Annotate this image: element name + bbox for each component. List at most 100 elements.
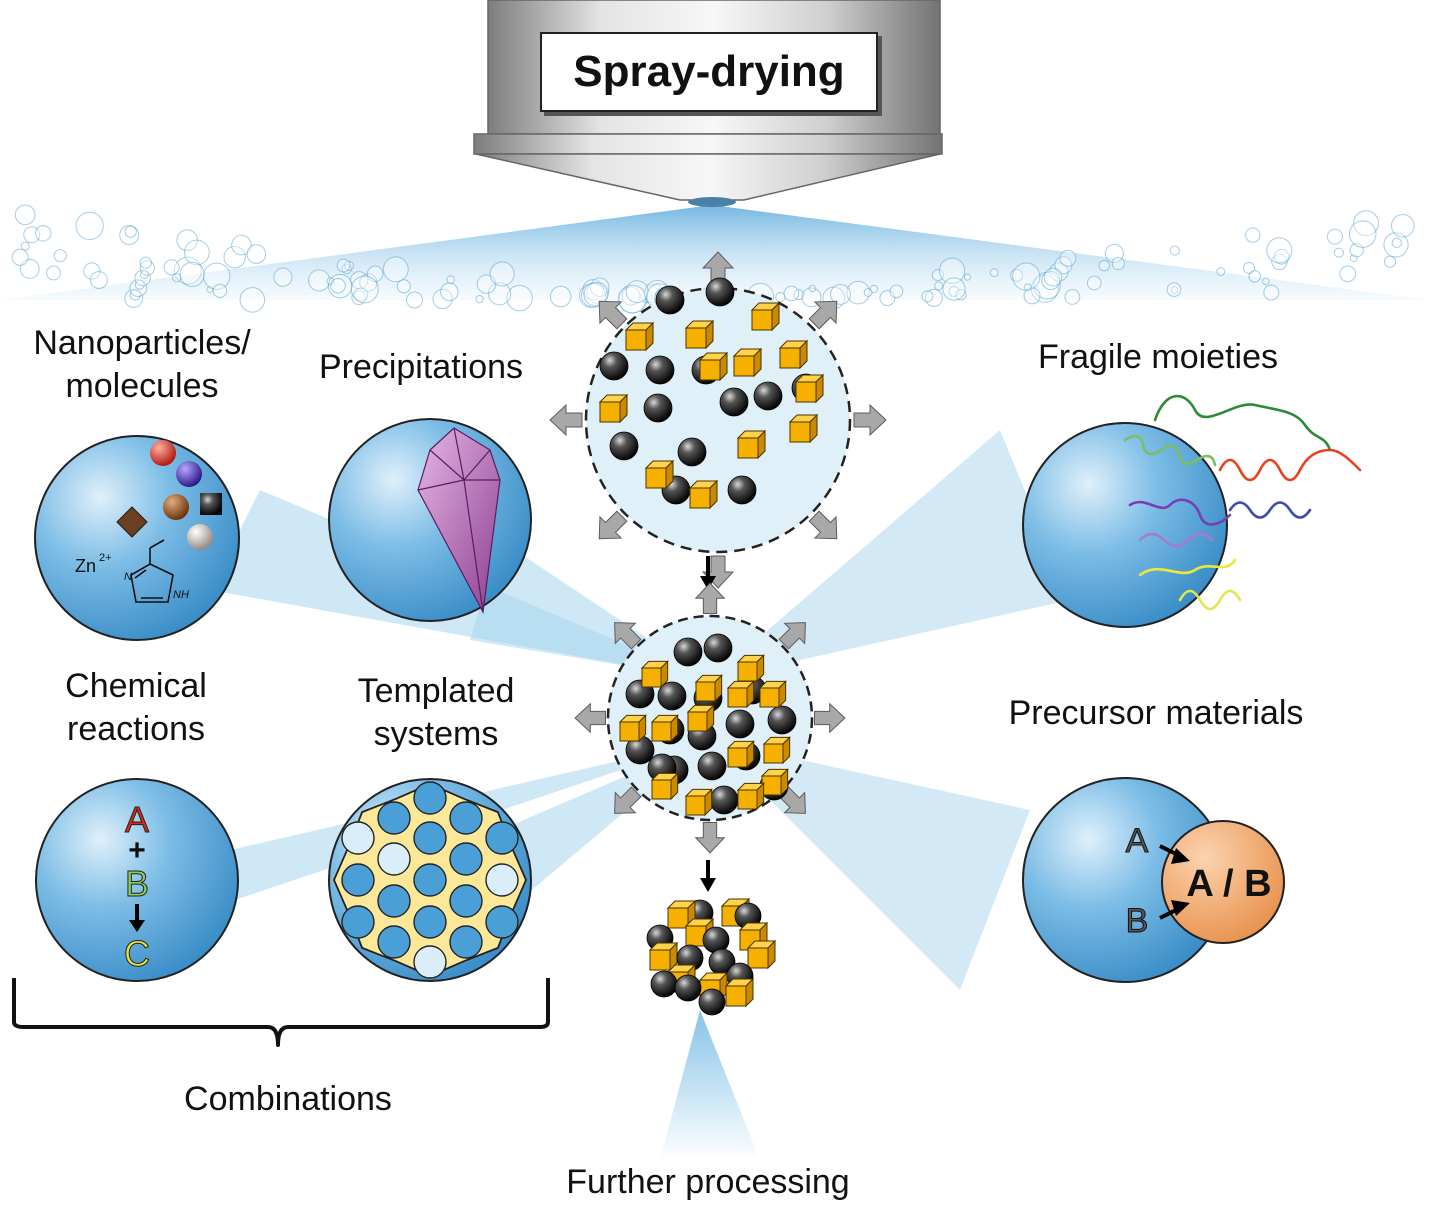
nanoparticle-sphere <box>705 277 735 307</box>
title-box: Spray-drying <box>540 32 878 112</box>
cube-particle-front <box>779 347 801 369</box>
cube-particle-side <box>756 782 765 811</box>
sphere-templated-systems <box>328 778 532 982</box>
label-nanoparticles-line1: Nanoparticles/ <box>33 324 251 362</box>
spray-bubble <box>1041 270 1061 290</box>
spray-bubble <box>942 277 966 301</box>
spray-bubble <box>231 234 252 256</box>
label-further-processing: Further processing <box>566 1163 850 1201</box>
nanoparticle-sphere <box>725 709 755 739</box>
nanoparticle-sphere <box>709 785 739 815</box>
cube-particle-front <box>685 795 706 816</box>
nanoparticle-sphere <box>719 387 749 417</box>
spray-bubble <box>53 249 67 263</box>
spray-bubble <box>212 283 228 298</box>
label-chemical-line2: reactions <box>67 710 205 748</box>
cube-particle-side <box>709 479 718 510</box>
spray-bubble <box>938 257 966 284</box>
template-pore <box>341 863 375 897</box>
label-combinations: Combinations <box>184 1080 392 1118</box>
evaporation-arrow-icon <box>694 822 726 854</box>
cube-particle-front <box>727 687 748 708</box>
spray-bubble <box>1059 249 1077 267</box>
cube-particle-side <box>670 772 679 801</box>
spray-bubble <box>1245 227 1261 243</box>
spray-bubble <box>1262 277 1270 286</box>
spray-bubble <box>446 275 455 284</box>
sphere-chemical-reactions: A + B C <box>35 778 239 982</box>
spray-bubble <box>1242 261 1256 275</box>
nanoparticle-sphere <box>767 705 797 735</box>
spray-bubble <box>11 248 29 266</box>
spray-bubble <box>172 273 182 283</box>
cube-particle-front <box>687 711 708 732</box>
cube-particle-front <box>747 947 769 969</box>
spray-bubble <box>1169 245 1180 256</box>
nanoparticle-sphere <box>655 285 685 315</box>
cube-particle-front <box>789 421 811 443</box>
spray-bubble <box>203 262 231 290</box>
cube-particle-front <box>725 985 747 1007</box>
evaporation-arrow-icon <box>778 622 806 650</box>
cube-particle-front <box>695 681 716 702</box>
spray-bubble <box>139 256 152 269</box>
spray-bubble <box>1023 283 1032 292</box>
nanoparticle-sphere <box>599 351 629 381</box>
spray-bubble <box>1339 265 1357 283</box>
sphere-nanoparticles: Zn 2+ NH N <box>34 435 240 641</box>
evaporation-arrow-icon <box>853 403 887 437</box>
spray-bubble <box>326 277 335 285</box>
cube-particle-side <box>809 413 818 444</box>
spray-bubble <box>1326 228 1343 245</box>
spray-bubble <box>808 284 817 293</box>
spray-bubble <box>583 282 608 307</box>
cube-particle-front <box>689 487 711 509</box>
cube-particle-front <box>795 381 817 403</box>
template-pore <box>413 945 447 979</box>
cube-particle-side <box>782 736 791 765</box>
label-templated-line1: Templated <box>357 672 515 710</box>
zn-ion-label: Zn <box>75 556 96 576</box>
nanoparticle-sphere <box>753 381 783 411</box>
cube-particle-front <box>727 747 748 768</box>
cube-particle-front <box>759 687 780 708</box>
spray-bubble <box>20 241 30 251</box>
cube-particle-side <box>704 788 713 817</box>
spray-bubble <box>89 271 108 290</box>
spray-bubble <box>46 265 61 281</box>
spray-bubble <box>396 279 411 294</box>
product-ab: A / B <box>1186 863 1271 905</box>
cube-particle-front <box>619 721 640 742</box>
nh-label: NH <box>173 589 189 601</box>
nanoparticle-sphere <box>698 988 726 1016</box>
spray-bubble <box>475 295 484 304</box>
spray-bubble <box>440 282 459 302</box>
spray-bubble <box>1353 210 1379 237</box>
label-templated-line2: systems <box>373 715 499 753</box>
template-pore <box>377 884 411 918</box>
spray-bubble <box>1391 213 1415 238</box>
spray-bubble <box>924 288 943 307</box>
spray-bubble <box>1216 267 1226 276</box>
page-title: Spray-drying <box>573 47 845 96</box>
label-precipitations: Precipitations <box>318 348 524 386</box>
cube-particle-front <box>651 779 672 800</box>
nanoparticle-sphere <box>677 437 707 467</box>
spray-bubble <box>35 225 52 242</box>
cube-particle-front <box>737 789 758 810</box>
spray-bubble <box>963 273 972 281</box>
template-pore <box>377 925 411 959</box>
evaporation-arrow-icon <box>598 300 628 330</box>
spray-bubble <box>1348 220 1377 248</box>
template-pore <box>485 905 519 939</box>
evaporation-arrow-icon <box>598 510 628 540</box>
arrow-down-1 <box>700 556 716 590</box>
spray-bubble <box>489 261 515 287</box>
cube-particle-front <box>649 949 671 971</box>
spray-bubble <box>239 287 266 313</box>
cube-particle-side <box>757 429 766 460</box>
evaporation-arrow-icon <box>614 786 642 814</box>
cube-particle-front <box>625 329 647 351</box>
product-c: C <box>124 933 150 974</box>
cube-particle-side <box>705 319 714 350</box>
